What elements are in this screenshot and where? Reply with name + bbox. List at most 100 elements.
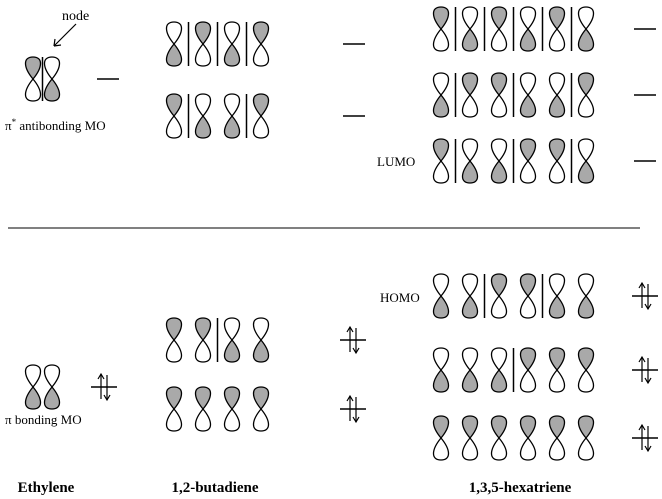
- electron-pair: [632, 423, 658, 453]
- spin-down-arrowhead: [352, 416, 360, 424]
- p-orbital: [548, 138, 566, 184]
- upper-lobe: [461, 273, 479, 298]
- p-orbital: [24, 364, 42, 410]
- spin-up-arrowhead: [346, 325, 354, 333]
- spin-down-arrowhead: [644, 377, 652, 385]
- column-label-hexatriene: 1,3,5-hexatriene: [469, 480, 572, 496]
- p-orbital: [194, 317, 212, 363]
- lower-lobe: [519, 159, 537, 184]
- p-orbital: [490, 6, 508, 52]
- p-orbital: [165, 386, 183, 432]
- lower-lobe: [165, 407, 183, 432]
- upper-lobe: [165, 93, 183, 118]
- p-orbital: [519, 415, 537, 461]
- upper-lobe: [461, 347, 479, 372]
- upper-lobe: [432, 138, 450, 163]
- p-orbital: [577, 138, 595, 184]
- spin-up-arrowhead: [638, 423, 646, 431]
- upper-lobe: [43, 364, 61, 389]
- node-label: node: [62, 9, 89, 24]
- upper-lobe: [194, 21, 212, 46]
- upper-lobe: [548, 6, 566, 31]
- orbital-level: [165, 93, 365, 139]
- p-orbital: [548, 347, 566, 393]
- lower-lobe: [577, 294, 595, 319]
- pi-bonding-label: π bonding MO: [5, 412, 82, 427]
- p-orbital: [461, 273, 479, 319]
- p-orbital: [432, 347, 450, 393]
- p-orbital: [252, 93, 270, 139]
- lower-lobe: [577, 436, 595, 461]
- lower-lobe: [43, 77, 61, 102]
- lower-lobe: [223, 42, 241, 67]
- p-orbital: [490, 415, 508, 461]
- upper-lobe: [577, 347, 595, 372]
- lower-lobe: [490, 368, 508, 393]
- upper-lobe: [577, 273, 595, 298]
- lower-lobe: [432, 294, 450, 319]
- p-orbital: [461, 347, 479, 393]
- column-label-butadiene: 1,2-butadiene: [171, 480, 258, 496]
- p-orbital: [432, 72, 450, 118]
- orbital-level: [432, 6, 656, 52]
- upper-lobe: [519, 273, 537, 298]
- upper-lobe: [519, 347, 537, 372]
- orbital-level: [165, 386, 366, 432]
- upper-lobe: [577, 72, 595, 97]
- spin-up-arrowhead: [638, 281, 646, 289]
- upper-lobe: [548, 138, 566, 163]
- lower-lobe: [519, 93, 537, 118]
- lower-lobe: [43, 385, 61, 410]
- electron-pair: [632, 355, 658, 385]
- upper-lobe: [165, 317, 183, 342]
- lower-lobe: [577, 27, 595, 52]
- p-orbital: [577, 72, 595, 118]
- spin-down-arrowhead: [352, 347, 360, 355]
- lower-lobe: [432, 368, 450, 393]
- orbital-level: [165, 21, 365, 67]
- p-orbital: [519, 138, 537, 184]
- upper-lobe: [432, 415, 450, 440]
- upper-lobe: [432, 273, 450, 298]
- spin-down-arrowhead: [644, 303, 652, 311]
- p-orbital: [432, 273, 450, 319]
- orbital-level: [165, 317, 366, 363]
- upper-lobe: [519, 138, 537, 163]
- lower-lobe: [519, 294, 537, 319]
- upper-lobe: [461, 6, 479, 31]
- orbital-level: [432, 273, 658, 319]
- p-orbital: [432, 415, 450, 461]
- lower-lobe: [519, 436, 537, 461]
- orbital-level: [24, 56, 119, 102]
- upper-lobe: [519, 415, 537, 440]
- lower-lobe: [519, 368, 537, 393]
- p-orbital: [223, 21, 241, 67]
- p-orbital: [223, 317, 241, 363]
- upper-lobe: [519, 72, 537, 97]
- lower-lobe: [461, 159, 479, 184]
- lower-lobe: [252, 407, 270, 432]
- p-orbital: [519, 72, 537, 118]
- upper-lobe: [577, 6, 595, 31]
- p-orbital: [490, 138, 508, 184]
- lower-lobe: [490, 27, 508, 52]
- p-orbital: [461, 6, 479, 52]
- p-orbital: [165, 317, 183, 363]
- lower-lobe: [548, 368, 566, 393]
- lower-lobe: [548, 27, 566, 52]
- upper-lobe: [519, 6, 537, 31]
- spin-up-arrowhead: [638, 355, 646, 363]
- upper-lobe: [577, 138, 595, 163]
- column-label-ethylene: Ethylene: [18, 480, 75, 496]
- upper-lobe: [252, 93, 270, 118]
- upper-lobe: [490, 415, 508, 440]
- pi-star-label: π* antibonding MO: [5, 117, 106, 133]
- lower-lobe: [490, 436, 508, 461]
- p-orbital: [165, 93, 183, 139]
- orbital-level: [432, 72, 656, 118]
- p-orbital: [548, 415, 566, 461]
- p-orbital: [577, 6, 595, 52]
- p-orbital: [548, 72, 566, 118]
- upper-lobe: [548, 72, 566, 97]
